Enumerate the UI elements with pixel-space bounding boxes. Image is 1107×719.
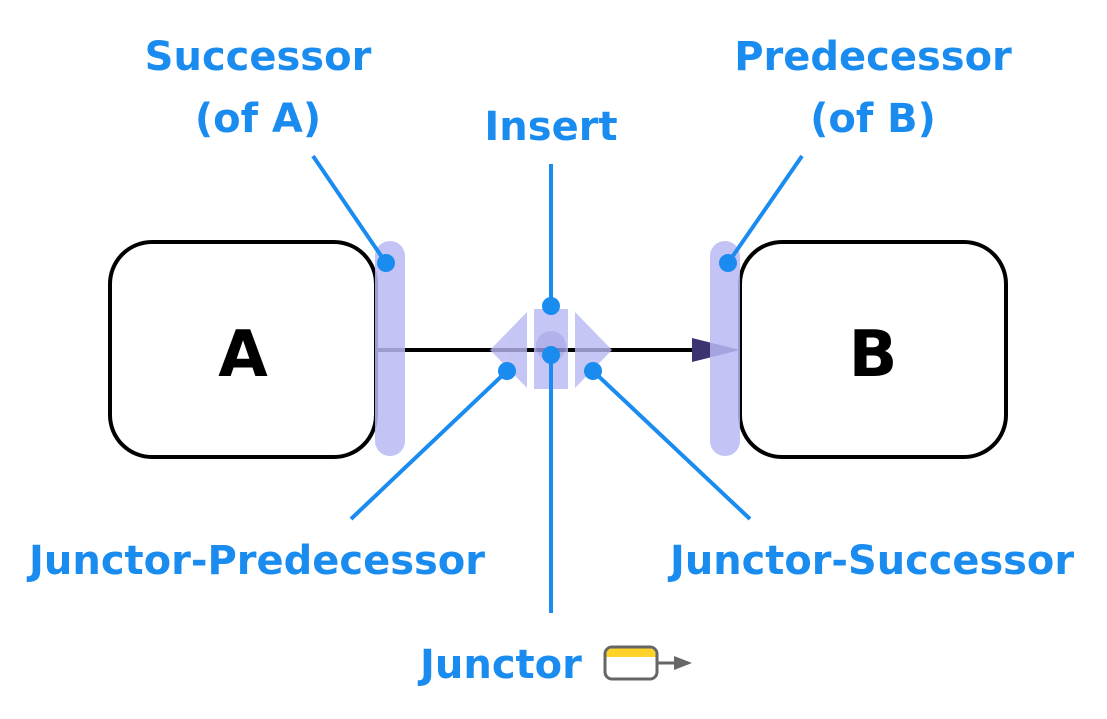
predecessor-bar[interactable] [710, 241, 740, 456]
insert-label: Insert [484, 104, 617, 150]
successor-leader [311, 154, 388, 265]
junctor-successor-label: Junctor-Successor [667, 538, 1074, 584]
labels: Successor (of A) Predecessor (of B) Inse… [26, 34, 1074, 688]
leader-dots [377, 254, 737, 380]
junctor-label: Junctor [417, 642, 582, 688]
node-a[interactable]: A [108, 240, 378, 459]
junctor-successor-leader [591, 369, 752, 521]
node-b[interactable]: B [738, 240, 1008, 459]
predecessor-leader [726, 154, 804, 265]
successor-label-line1: Successor [145, 34, 372, 80]
successor-dot [377, 254, 395, 272]
predecessor-dot [719, 254, 737, 272]
junctor-predecessor-shape[interactable] [490, 312, 527, 388]
junctor-icon-yellow-fill [606, 648, 656, 657]
predecessor-label-line1: Predecessor [734, 34, 1012, 80]
successor-bar[interactable] [375, 241, 405, 456]
junctor-node-arrow-icon [603, 645, 692, 681]
leader-lines [311, 154, 804, 613]
successor-label-line2: (of A) [195, 96, 321, 142]
junctor-dot [542, 346, 560, 364]
junctor-successor-dot [584, 362, 602, 380]
node-a-label: A [218, 318, 268, 392]
node-b-label: B [849, 318, 898, 392]
junctor-predecessor-label: Junctor-Predecessor [26, 538, 485, 584]
junctor-icon-arrowhead [674, 656, 692, 670]
junctor-predecessor-dot [498, 362, 516, 380]
predecessor-label-line2: (of B) [810, 96, 936, 142]
junctor-predecessor-leader [349, 369, 509, 521]
insert-dot [542, 297, 560, 315]
